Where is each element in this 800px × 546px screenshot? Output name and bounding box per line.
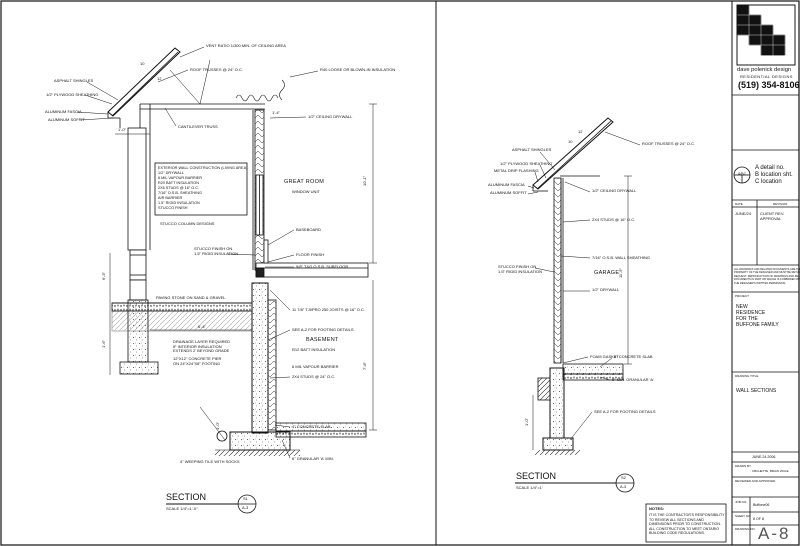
stucco-column-note: STUCCO COLUMN DESIGNS bbox=[160, 221, 215, 226]
weeping-tile-note: 4" WEEPING TILE WITH SOCKS bbox=[180, 459, 240, 464]
company-phone: (519) 354-8106 bbox=[738, 80, 800, 90]
wall-offset-dim: 1'-0" bbox=[118, 127, 126, 132]
slab-note-2: 4" CONCRETE SLAB bbox=[614, 354, 653, 359]
ceiling-drywall-note-2: 1/2" CEILING DRYWALL bbox=[592, 188, 637, 193]
drawn-by-heading: DRAWN BY bbox=[735, 464, 752, 468]
rev-desc: CLIENT REV. APPROVAL bbox=[760, 211, 785, 221]
footing-details-note: SEE A-2 FOR FOOTING DETAILS bbox=[292, 327, 354, 332]
left-wall-section bbox=[76, 46, 377, 514]
pitch-dim-2: 12 bbox=[578, 129, 583, 134]
paving-stone-note: PAVING STONE ON SAND & GRAVEL bbox=[156, 295, 226, 300]
job-no: Buffone06 bbox=[753, 503, 770, 507]
rev-desc-heading: REVISION bbox=[773, 202, 788, 206]
rev-date-heading: DATE bbox=[735, 202, 743, 206]
floor-finish-note: FLOOR FINISH bbox=[296, 252, 325, 257]
granular-note-2: 6" MIN. GRANULAR 'A' bbox=[612, 377, 654, 382]
drawing-no-heading: DRAWING NO. bbox=[735, 527, 756, 531]
foam-gasket-note: FOAM GASKET bbox=[590, 354, 619, 359]
sheet-no-heading: SHEET NO. bbox=[735, 514, 752, 518]
notes-body: IT IS THE CONTRACTOR'S RESPONSIBILITY TO… bbox=[649, 513, 725, 536]
drawing-number: A-8 bbox=[758, 524, 791, 543]
plywood-sheathing-note-2: 1/2" PLYWOOD SHEATHING bbox=[500, 161, 553, 166]
right-wall-section bbox=[515, 117, 727, 543]
asphalt-shingles-note: ASPHALT SHINGLES bbox=[54, 78, 94, 83]
footing-details-note-2: SEE A-2 FOR FOOTING DETAILS bbox=[594, 409, 656, 414]
section-scale-2: SCALE 1/4"=1' bbox=[516, 485, 543, 490]
slab-note: 4" CONCRETE SLAB bbox=[292, 424, 331, 429]
vent-ratio-note: VENT RATIO 1/300 MIN. OF CEILING AREA bbox=[206, 43, 286, 48]
legend-c: C location bbox=[755, 179, 782, 185]
drip-flashing-note: METAL DRIP FLASHING bbox=[494, 168, 539, 173]
notes-heading: NOTES: bbox=[649, 506, 665, 511]
great-room-height-dim: 10'-1" bbox=[362, 175, 367, 186]
drainage-note: DRAINAGE LAYER REQUIRED IF INTERIOR INSU… bbox=[173, 339, 231, 353]
window-unit-note: WINDOW UNIT bbox=[292, 189, 320, 194]
drawing-title: WALL SECTIONS bbox=[736, 388, 777, 394]
section-number: S1 bbox=[243, 496, 248, 501]
overhang-dim: 10 bbox=[140, 61, 145, 66]
legend-a: A detail no. bbox=[755, 165, 785, 171]
section-label-2: SECTION bbox=[516, 471, 557, 481]
disclaimer: ALL DRAWINGS AND RELATED DOCUMENTS ARE T… bbox=[734, 268, 800, 285]
exterior-wall-spec: EXTERIOR WALL CONSTRUCTION (LIVING AREA)… bbox=[158, 166, 248, 210]
basement-height-dim: 7'-8" bbox=[362, 362, 367, 370]
section-scale: SCALE 1/4"=1'-0" bbox=[166, 506, 198, 511]
project-heading: PROJECT bbox=[735, 294, 750, 298]
project-name: NEW RESIDENCE FOR THE BUFFONE FAMILY bbox=[736, 304, 779, 328]
pitch-dim: 12 bbox=[157, 76, 162, 81]
foot-height-dim-2: 1'-0" bbox=[524, 418, 529, 426]
stucco-finish-note: STUCCO FINISH ON 1.5" RIGID INSULATION bbox=[194, 246, 239, 256]
asphalt-shingles-note-2: ASPHALT SHINGLES bbox=[512, 147, 552, 152]
section-label: SECTION bbox=[166, 492, 207, 502]
section-sheet: A-3 bbox=[242, 505, 249, 510]
plywood-sheathing-note: 1/2" PLYWOOD SHEATHING bbox=[46, 92, 99, 97]
bcin-heading: REVIEWED AND APPROVED bbox=[735, 479, 776, 483]
roof-trusses-note: ROOF TRUSSES @ 24" O.C. bbox=[190, 67, 243, 72]
job-no-heading: JOB NO. bbox=[735, 500, 748, 504]
aluminum-fascia-note: ALUMINUM FASCIA bbox=[45, 109, 82, 114]
vapour-barrier-note: 6 MIL VAPOUR BARRIER bbox=[292, 364, 339, 369]
rev-date: JUNE/24 bbox=[735, 211, 752, 216]
company-subtitle: RESIDENTIAL DESIGNS bbox=[740, 74, 793, 79]
span-b-dim: 1'-6" bbox=[101, 340, 106, 348]
section-sheet-2: A-3 bbox=[620, 484, 627, 489]
legend-symbol: A/BC bbox=[738, 172, 747, 176]
company-name: dave polenick design bbox=[737, 67, 792, 73]
wall-height-dim: 11'-9" bbox=[618, 268, 623, 278]
pier-offset-dim: 6'-4" bbox=[198, 324, 206, 329]
drawn-by: CBCHETTE, BRIAN WOLE bbox=[752, 469, 789, 473]
great-room-label: GREAT ROOM bbox=[284, 179, 325, 185]
span-a-dim: 6'-3" bbox=[101, 272, 106, 280]
baseboard-note: BASEBOARD bbox=[296, 227, 321, 232]
basement-label: BASEMENT bbox=[306, 337, 339, 343]
studs-basement-note: 2x4 STUDS @ 24" O.C. bbox=[292, 374, 336, 379]
cantilever-truss-note: CANTILEVER TRUSS bbox=[178, 124, 218, 129]
stucco-finish-note-2: STUCCO FINISH ON 1.5" RIGID INSULATION bbox=[498, 264, 543, 274]
foot-height-dim: 1'-0" bbox=[215, 422, 220, 430]
granular-note: 6" GRANULAR 'A' MIN. bbox=[292, 456, 334, 461]
drywall-note: 1/2" DRYWALL bbox=[592, 287, 620, 292]
legend-b: B location sht. bbox=[755, 172, 793, 178]
sheet-no: 8 OF 8 bbox=[753, 517, 764, 521]
title-block bbox=[732, 4, 799, 545]
subfloor-note: 5/8" T&G O.S.B. SUBFLOOR bbox=[296, 264, 349, 269]
studs-note: 2x4 STUDS @ 16" O.C. bbox=[592, 217, 636, 222]
r12-batt-note: R12 BATT INSULATION bbox=[292, 347, 336, 352]
garage-label: GARAGE bbox=[594, 270, 620, 276]
drawing-title-heading: DRAWING TITLE bbox=[735, 374, 759, 378]
blown-insulation-note: R40 LOOSE OR BLOWN-IN INSULATION bbox=[320, 67, 396, 72]
ceiling-drywall-note: 1/2" CEILING DRYWALL bbox=[308, 114, 353, 119]
aluminum-fascia-note-2: ALUMINUM FASCIA bbox=[488, 182, 525, 187]
ceiling-height-dim: 1'-4" bbox=[272, 110, 280, 115]
aluminum-soffit-note: ALUMINUM SOFFIT bbox=[48, 117, 85, 122]
osb-sheathing-note: 7/16" O.S.B. WALL SHEATHING bbox=[592, 255, 650, 260]
concrete-pier-note: 12"x12" CONCRETE PIER ON 24"x24"x8" FOOT… bbox=[173, 356, 222, 366]
aluminum-soffit-note-2: ALUMINUM SOFFIT bbox=[490, 190, 527, 195]
sheet-date: JUNE.24.2006 bbox=[752, 455, 776, 459]
joists-note: 11 7/8" TJI/PRO 250 JOISTS @ 16" O.C. bbox=[292, 307, 366, 312]
section-number-2: S2 bbox=[621, 475, 626, 480]
overhang-dim-2: 10 bbox=[568, 139, 573, 144]
roof-trusses-note-2: ROOF TRUSSES @ 24" O.C. bbox=[642, 141, 695, 146]
